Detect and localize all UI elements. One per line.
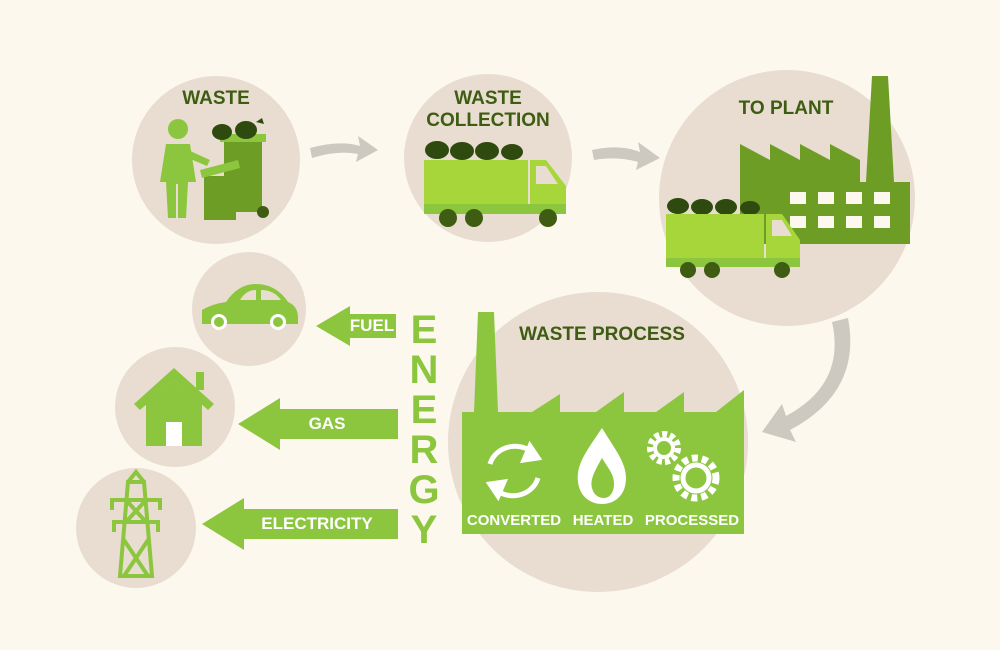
garbage-truck-icon <box>424 141 566 227</box>
electricity-label: ELECTRICITY <box>261 514 373 533</box>
flame-icon <box>577 428 626 504</box>
collection-label-line2: COLLECTION <box>426 110 550 131</box>
fuel-arrow <box>316 306 396 346</box>
flow-arrow-icon <box>762 318 851 442</box>
recycle-icon <box>485 440 543 502</box>
energy-letter: N <box>409 348 439 392</box>
energy-letter: E <box>410 308 438 352</box>
gas-arrow <box>238 398 398 450</box>
energy-letter: Y <box>410 508 438 552</box>
pylon-circle <box>76 468 196 588</box>
stage-converted-label: CONVERTED <box>466 512 562 529</box>
collection-step-label: WASTE COLLECTION <box>418 88 558 132</box>
electricity-arrow <box>202 498 398 550</box>
collection-label-line1: WASTE <box>454 88 522 109</box>
stage-heated-label: HEATED <box>572 512 634 529</box>
energy-letter: E <box>410 388 438 432</box>
gears-icon <box>647 431 720 502</box>
waste-step-label: WASTE <box>182 88 250 109</box>
flow-arrow-icon <box>310 136 378 162</box>
car-icon <box>202 284 298 330</box>
power-pylon-icon <box>110 468 162 578</box>
energy-letter: R <box>409 428 439 472</box>
energy-letter: G <box>408 468 440 512</box>
stage-processed-label: PROCESSED <box>644 512 740 529</box>
garbage-truck-icon <box>666 198 800 278</box>
fuel-label: FUEL <box>349 316 395 335</box>
house-icon <box>134 368 214 446</box>
plant-step-label: TO PLANT <box>738 98 834 119</box>
flow-arrow-icon <box>592 142 660 170</box>
gas-label: GAS <box>308 414 346 433</box>
person-icon <box>160 119 210 218</box>
process-step-label: WASTE PROCESS <box>519 324 685 345</box>
waste-bin-icon <box>200 118 269 220</box>
